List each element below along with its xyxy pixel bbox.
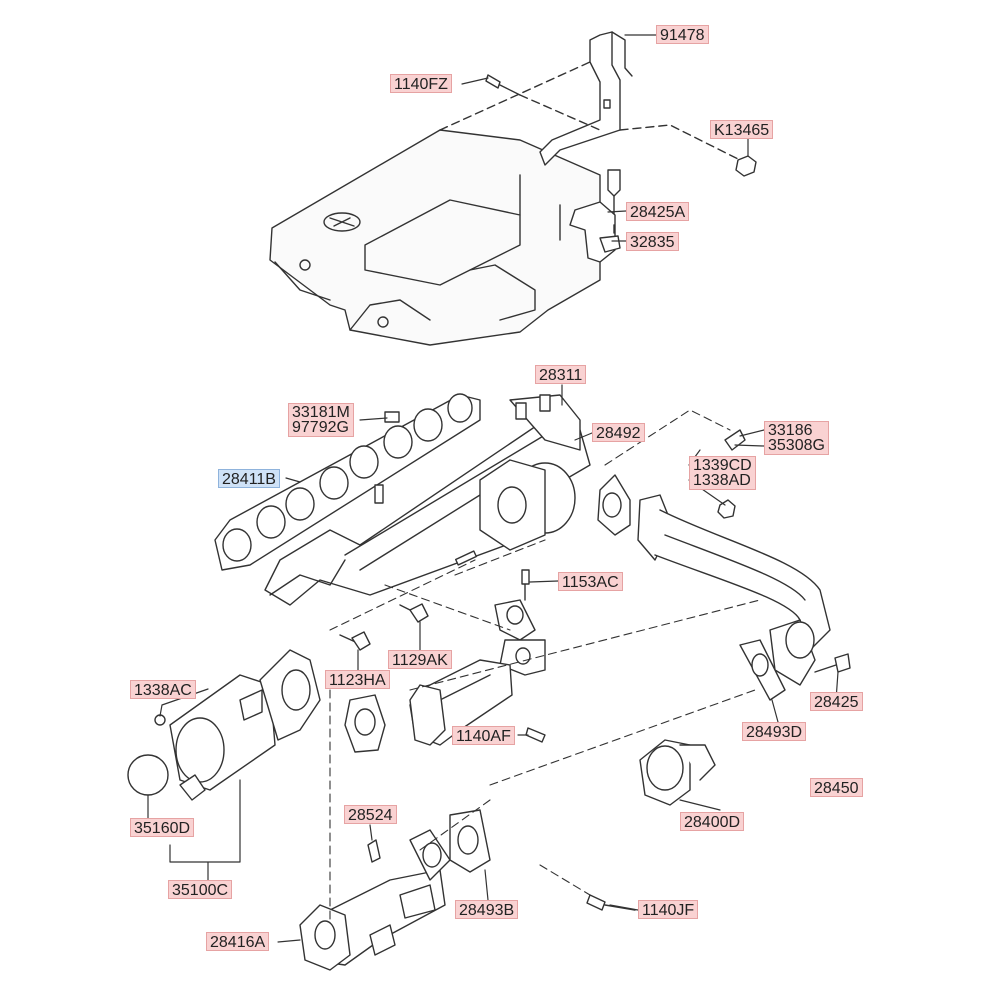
egr-cooler-28416a — [299, 809, 491, 971]
part-label-1338ac[interactable]: 1338AC — [130, 680, 196, 699]
bolt-1140fz — [485, 74, 521, 96]
bolt-28425 — [814, 653, 851, 673]
bolt-1129ak — [399, 603, 429, 623]
part-label-35160d[interactable]: 35160D — [130, 818, 195, 837]
nut-1338ad — [717, 499, 736, 519]
part-label-35308g: 35308G — [768, 437, 825, 454]
part-label-28492[interactable]: 28492 — [592, 423, 645, 442]
bolt-28524 — [367, 839, 381, 863]
part-label-33186-35308g[interactable]: 33186 35308G — [764, 421, 829, 455]
clip-33186 — [724, 429, 746, 451]
part-label-35100c[interactable]: 35100C — [168, 880, 233, 899]
part-label-97792g: 97792G — [292, 419, 349, 436]
intake-manifold-28311 — [264, 394, 591, 606]
part-label-33181m-97792g[interactable]: 33181M 97792G — [288, 403, 354, 437]
egr-cooler-35100c — [154, 649, 321, 801]
egr-pipe-28400d — [597, 474, 831, 701]
part-label-1129ak[interactable]: 1129AK — [388, 650, 452, 669]
part-label-33181m: 33181M — [292, 404, 350, 421]
egr-valve-28400d — [639, 739, 716, 806]
part-label-28425[interactable]: 28425 — [810, 692, 863, 711]
nut-k13465 — [735, 155, 757, 177]
bolt-1123ha — [339, 631, 371, 651]
part-label-28493d[interactable]: 28493D — [742, 722, 807, 741]
part-label-1339cd-1338ad[interactable]: 1339CD 1338AD — [689, 456, 756, 490]
part-label-28400d[interactable]: 28400D — [680, 812, 745, 831]
part-label-1140jf[interactable]: 1140JF — [638, 900, 699, 919]
part-label-1140af[interactable]: 1140AF — [452, 726, 515, 745]
part-label-28411b[interactable]: 28411B — [218, 469, 280, 488]
part-label-1338ad: 1338AD — [693, 472, 751, 489]
part-label-32835[interactable]: 32835 — [626, 232, 679, 251]
part-label-91478[interactable]: 91478 — [656, 25, 709, 44]
part-label-28493b[interactable]: 28493B — [455, 900, 519, 919]
bracket-28425a — [569, 169, 621, 263]
assembly-dashed-lines — [329, 409, 761, 921]
part-label-28524[interactable]: 28524 — [344, 805, 397, 824]
oring-35160d — [127, 754, 169, 796]
part-label-28425a[interactable]: 28425A — [626, 202, 690, 221]
part-label-1123ha[interactable]: 1123HA — [325, 670, 390, 689]
part-label-28450[interactable]: 28450 — [810, 778, 863, 797]
intake-gasket-28411b — [214, 393, 481, 571]
part-label-k13465[interactable]: K13465 — [710, 120, 774, 139]
bolt-1140af — [525, 727, 546, 743]
part-label-1339cd: 1339CD — [693, 457, 752, 474]
gasket-small — [344, 694, 386, 753]
part-label-33186: 33186 — [768, 422, 813, 439]
top-leader-lines — [439, 61, 741, 239]
part-label-1140fz[interactable]: 1140FZ — [390, 74, 452, 93]
part-label-1153ac[interactable]: 1153AC — [558, 572, 623, 591]
bracket-91478 — [539, 31, 633, 166]
part-label-28416a[interactable]: 28416A — [206, 932, 270, 951]
part-label-28311[interactable]: 28311 — [535, 365, 587, 384]
engine-cover — [269, 129, 601, 346]
